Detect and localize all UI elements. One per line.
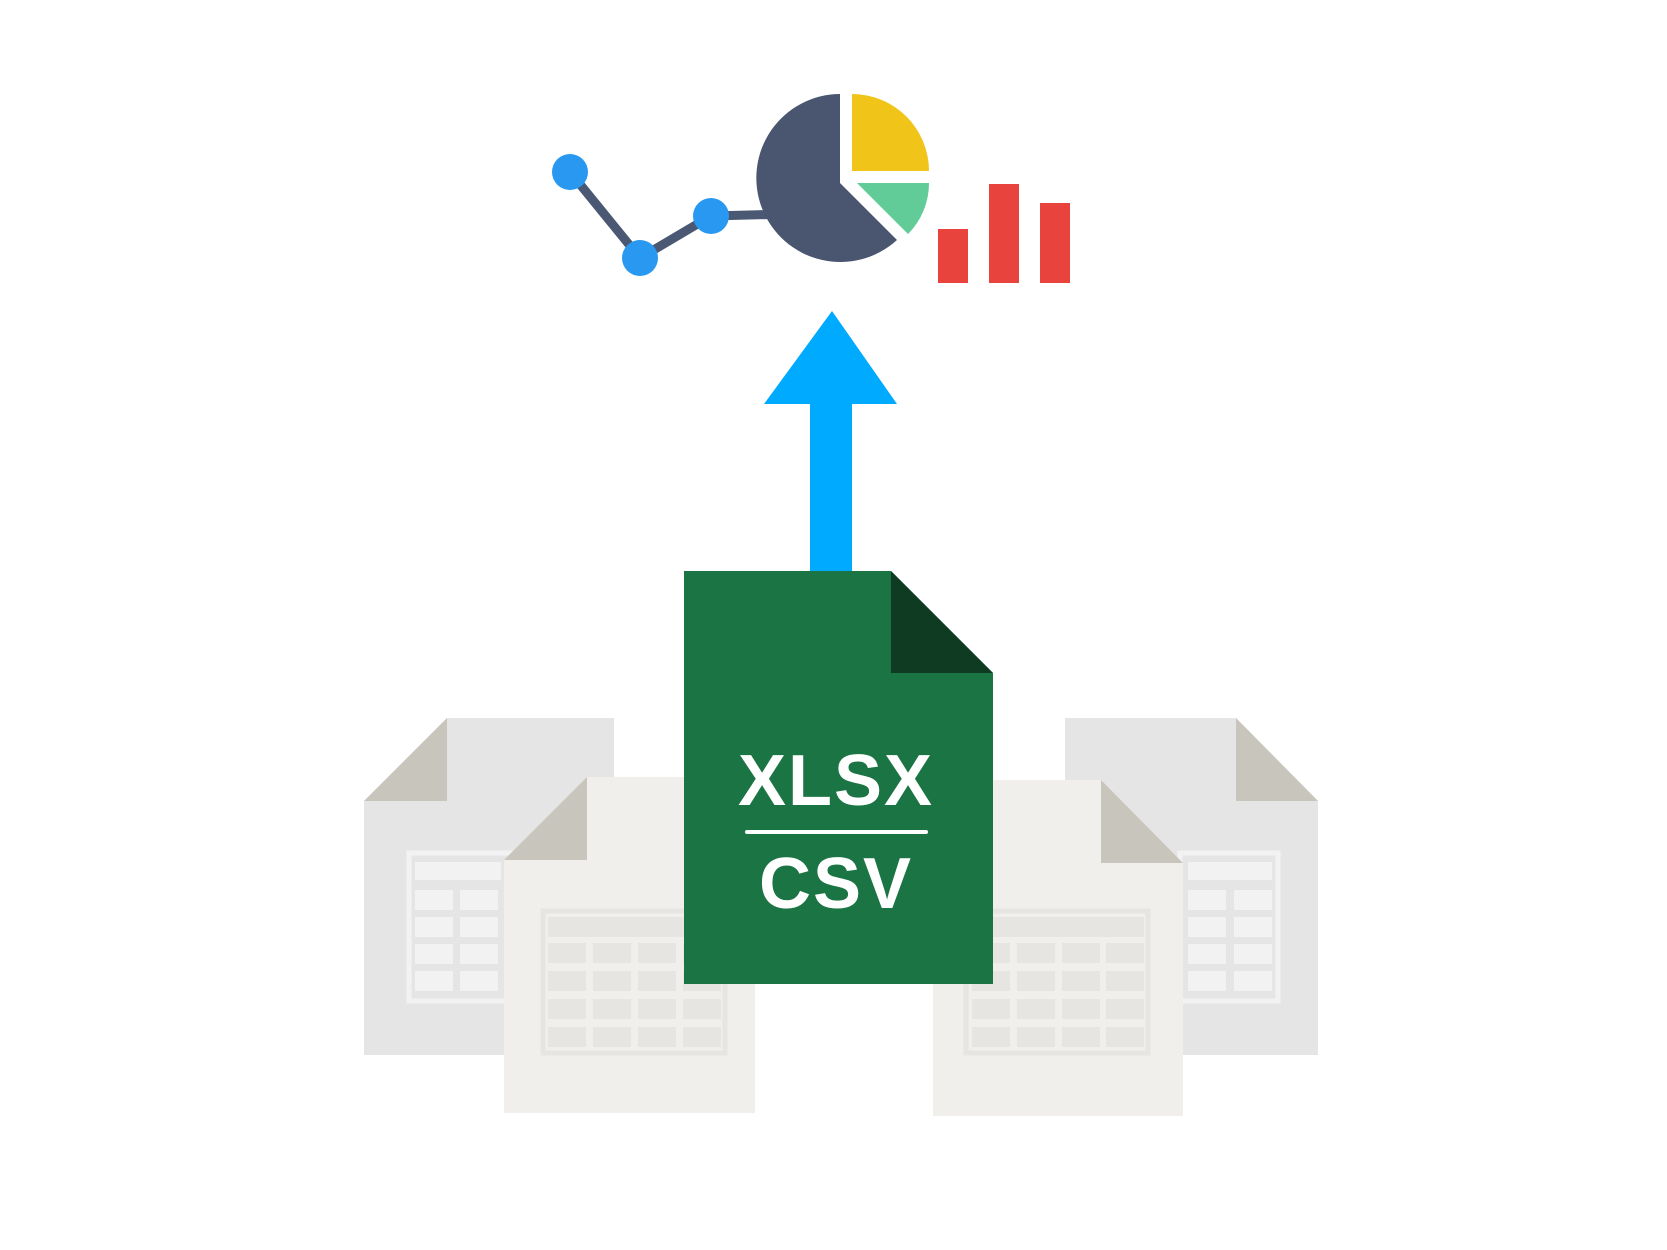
line-chart-point [622,240,658,276]
pie-chart-icon [756,94,930,262]
spreadsheet-grid-icon [1177,850,1281,1004]
spreadsheet-grid-icon [963,908,1151,1056]
bar-chart-bar [938,229,968,283]
bar-chart-bar [1040,203,1070,283]
line-chart-point [552,154,588,190]
spreadsheet-grid-icon [540,908,728,1056]
spreadsheet-file-icon: XLSX CSV [684,571,993,984]
file-label-divider [745,830,928,834]
file-format-top-label: XLSX [738,741,934,821]
spreadsheet-grid-icon [406,850,597,1004]
file-format-bottom-label: CSV [759,844,913,924]
bar-chart-bar [989,184,1019,283]
document-icon-front-right [933,780,1183,1116]
bar-chart-icon [938,184,1070,283]
line-chart-icon [552,154,791,276]
line-chart-point [693,198,729,234]
document-icon-back-right [1065,718,1318,1055]
up-arrow-icon [764,311,897,575]
